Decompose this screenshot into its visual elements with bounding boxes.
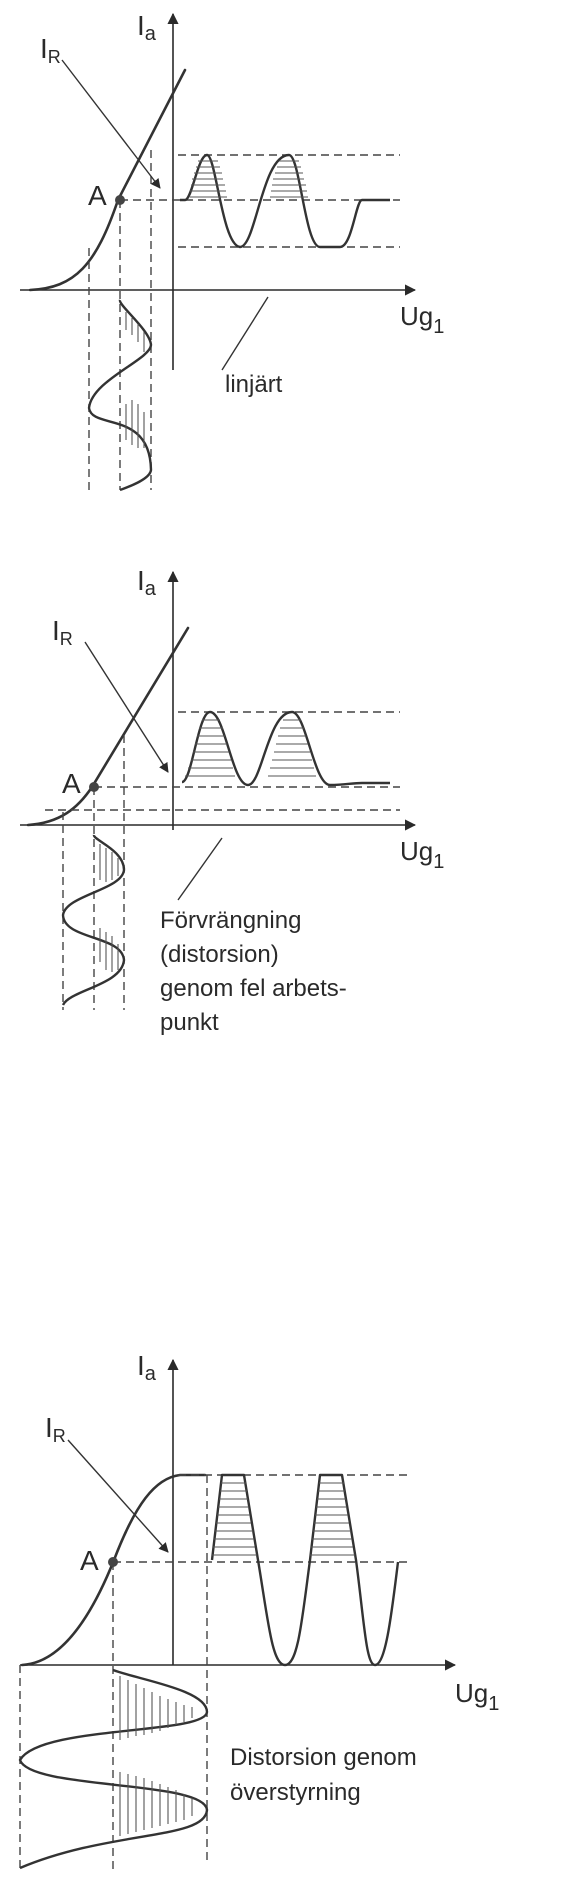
anode-current-wave bbox=[210, 1473, 400, 1667]
diagram-wrong-operating-point: Ia IR A Ug1 Förvrängning (distorsion) ge… bbox=[20, 565, 444, 1036]
grid-voltage-wave bbox=[18, 1668, 209, 1870]
ir-label: IR bbox=[45, 1412, 66, 1446]
x-axis-label: Ug1 bbox=[400, 301, 444, 338]
anode-current-wave bbox=[180, 153, 390, 249]
caption-line-4: punkt bbox=[160, 1009, 219, 1036]
y-axis-label: Ia bbox=[137, 565, 157, 600]
caption-pointer bbox=[221, 296, 269, 371]
caption-pointer bbox=[177, 837, 223, 901]
y-axis-label: Ia bbox=[137, 10, 157, 45]
caption-line-3: genom fel arbets- bbox=[160, 975, 347, 1002]
x-axis-label: Ug1 bbox=[455, 1678, 499, 1715]
caption-line-2: överstyrning bbox=[230, 1779, 361, 1806]
grid-voltage-wave bbox=[61, 834, 126, 1006]
input-hatching bbox=[99, 844, 119, 972]
output-hatching bbox=[212, 1482, 355, 1556]
x-axis-label: Ug1 bbox=[400, 836, 444, 873]
output-hatching bbox=[185, 719, 316, 777]
point-a-label: A bbox=[62, 768, 81, 799]
point-a-label: A bbox=[80, 1545, 99, 1576]
diagram-overdrive: Ia IR A Ug1 Distorsion genom överstyrnin… bbox=[18, 1350, 499, 1870]
ir-pointer bbox=[67, 1439, 169, 1553]
input-hatching bbox=[125, 312, 145, 448]
point-a-label: A bbox=[88, 180, 107, 211]
ir-label: IR bbox=[40, 33, 61, 67]
ir-pointer bbox=[61, 59, 161, 189]
ir-label: IR bbox=[52, 615, 73, 649]
anode-current-wave bbox=[181, 710, 390, 787]
caption-line-1: Distorsion genom bbox=[230, 1744, 417, 1771]
output-hatching bbox=[190, 160, 308, 198]
grid-voltage-wave bbox=[87, 299, 153, 492]
ir-pointer bbox=[84, 641, 169, 773]
characteristic-curve bbox=[26, 626, 190, 827]
input-hatching bbox=[119, 1676, 193, 1836]
caption-line-1: Förvrängning bbox=[160, 907, 301, 934]
diagram-linear: Ia IR A Ug1 linjärt bbox=[20, 10, 444, 492]
characteristic-curve bbox=[28, 68, 187, 292]
caption: linjärt bbox=[225, 371, 283, 398]
caption-line-2: (distorsion) bbox=[160, 941, 279, 968]
y-axis-label: Ia bbox=[137, 1350, 157, 1385]
